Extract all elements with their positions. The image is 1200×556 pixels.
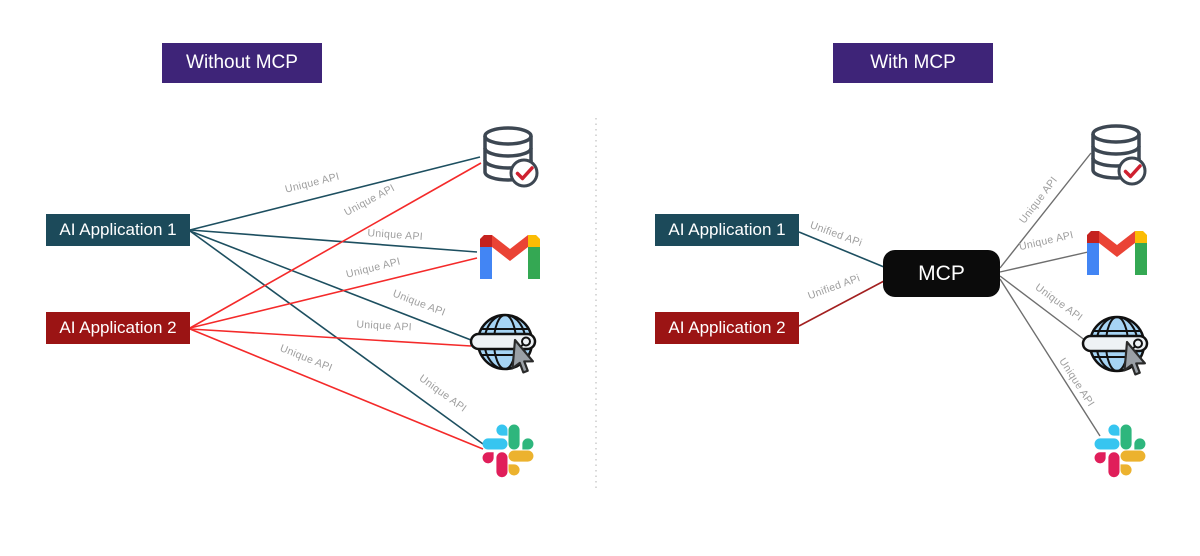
edge-label: Unique API <box>1018 229 1075 253</box>
right-ai-application-2-node: AI Application 2 <box>655 312 799 344</box>
edge-label: Unique API <box>391 288 447 319</box>
left-ai-application-1-node: AI Application 1 <box>46 214 190 246</box>
left-panel-title: Without MCP <box>162 43 322 83</box>
edge-line-mcp-slack <box>999 278 1101 437</box>
edge-label: Unique API <box>345 256 402 281</box>
edge-line-app2-gmail <box>189 257 478 329</box>
right-panel-title: With MCP <box>833 43 993 83</box>
slack-icon <box>1094 424 1146 478</box>
edge-label: Unique API <box>1033 281 1085 323</box>
slack-icon <box>482 424 534 478</box>
mcp-hub-node: MCP <box>883 250 1000 297</box>
gmail-icon <box>1087 231 1147 275</box>
edge-label: Unified APi <box>808 219 863 249</box>
edge-line-mcp-web <box>999 275 1087 342</box>
database-icon <box>1091 124 1147 186</box>
gmail-icon <box>480 235 540 279</box>
web-browser-icon <box>1081 315 1149 377</box>
edge-label: Unique API <box>1056 356 1096 409</box>
edge-line-app2-database <box>189 162 482 329</box>
edge-line-app2-web <box>189 328 472 347</box>
edge-label: Unique API <box>417 372 469 414</box>
edge-label: Unique API <box>356 319 412 334</box>
edge-label: Unique API <box>284 171 341 196</box>
edge-line-mcp-database <box>999 152 1092 269</box>
edge-line-app2-mcp <box>798 280 885 327</box>
database-icon <box>483 126 539 188</box>
edge-line-mcp-gmail <box>999 251 1089 273</box>
edge-label: Unique API <box>367 227 423 243</box>
edge-line-app1-web <box>189 230 472 341</box>
web-browser-icon <box>469 313 537 375</box>
left-ai-application-2-node: AI Application 2 <box>46 312 190 344</box>
edge-line-app1-gmail <box>189 229 478 253</box>
edge-line-app1-mcp <box>798 231 885 268</box>
edge-line-app1-database <box>189 156 481 231</box>
edge-line-app2-slack <box>189 328 484 450</box>
edge-label: Unique API <box>342 182 397 219</box>
right-ai-application-1-node: AI Application 1 <box>655 214 799 246</box>
